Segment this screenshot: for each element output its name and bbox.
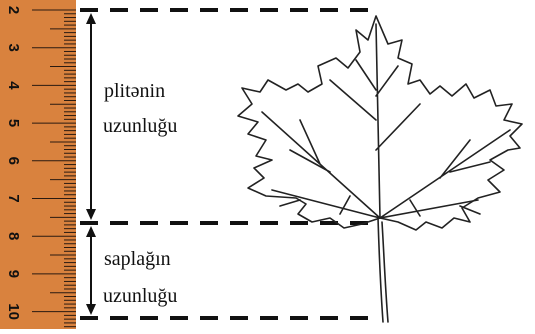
leaf-veins <box>262 24 510 218</box>
guide-lines <box>80 10 372 318</box>
ruler: 2 3 4 5 6 7 8 9 10 <box>0 0 76 329</box>
ruler-number: 5 <box>5 119 22 127</box>
ruler-number: 2 <box>5 6 22 14</box>
plate-length-label-line2: uzunluğu <box>103 116 177 136</box>
petiole-length-label-line2: uzunluğu <box>103 286 177 306</box>
ruler-number: 4 <box>5 81 22 90</box>
plate-length-arrow <box>86 13 96 220</box>
petiole-length-arrow <box>86 226 96 315</box>
maple-leaf-drawing <box>238 16 522 322</box>
ruler-number: 9 <box>5 270 22 278</box>
ruler-number: 10 <box>5 303 22 320</box>
ruler-number: 3 <box>5 44 22 52</box>
ruler-number: 8 <box>5 232 22 240</box>
ruler-number: 7 <box>5 194 22 202</box>
petiole-length-label-line1: saplağın <box>104 249 171 269</box>
ruler-number: 6 <box>5 157 22 165</box>
plate-length-label-line1: plitənin <box>104 81 165 101</box>
